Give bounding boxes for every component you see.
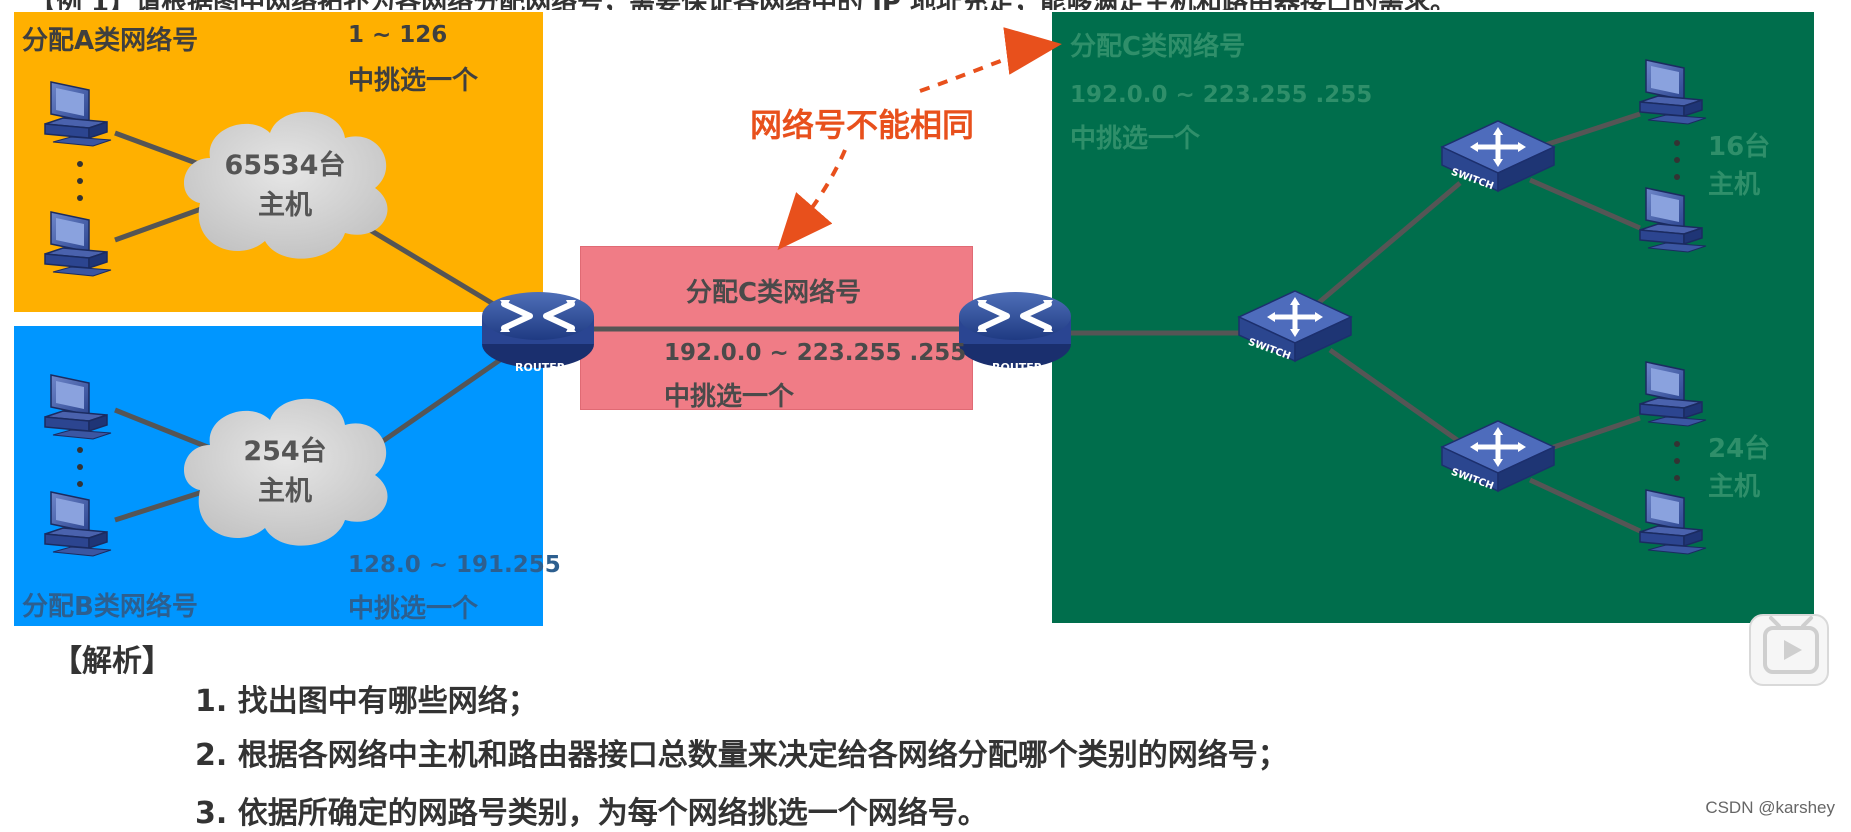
play-button[interactable] xyxy=(1749,614,1829,686)
pc-icon xyxy=(1639,187,1707,253)
group1-unit: 主机 xyxy=(1708,170,1761,200)
cloud-a xyxy=(183,111,388,259)
analysis-step: 1. 找出图中有哪些网络； xyxy=(195,684,538,719)
pc-icon xyxy=(1639,59,1707,125)
network-a-title: 分配A类网络号 xyxy=(22,26,199,56)
cloud-b-unit: 主机 xyxy=(258,476,312,507)
network-b-pick: 中挑选一个 xyxy=(348,594,479,624)
group2-count: 24台 xyxy=(1708,434,1771,464)
play-icon xyxy=(1763,616,1819,674)
network-b-range: 128.0 ~ 191.255 xyxy=(348,552,561,578)
pc-icon xyxy=(44,491,112,557)
router-label-right: ROUTER xyxy=(992,361,1043,374)
network-c-right-range: 192.0.0 ~ 223.255 .255 xyxy=(1070,82,1373,108)
cloud-a-count: 65534台 xyxy=(224,150,346,181)
pc-icon xyxy=(44,211,112,277)
network-c-mid-pick: 中挑选一个 xyxy=(664,382,795,412)
network-c-right-pick: 中挑选一个 xyxy=(1070,124,1201,154)
analysis-step: 3. 依据所确定的网路号类别，为每个网络挑选一个网络号。 xyxy=(195,796,988,831)
ellipsis-dots xyxy=(77,140,1680,487)
annotation-arrows xyxy=(777,27,1062,251)
network-c-right-title: 分配C类网络号 xyxy=(1070,32,1246,62)
network-a-pick: 中挑选一个 xyxy=(348,66,479,96)
pc-icon xyxy=(1639,361,1707,427)
cropped-question-text: 【例 1】请根据图中网络拓扑为各网络分配网络号，需要保证各网络中的 IP 地址充… xyxy=(0,0,1851,10)
cloud-a-unit: 主机 xyxy=(258,190,312,221)
group1-count: 16台 xyxy=(1708,132,1771,162)
cloud-b xyxy=(183,398,388,546)
router-icon xyxy=(482,292,594,368)
router-label-left: ROUTER xyxy=(515,361,566,374)
pc-icon xyxy=(44,81,112,147)
analysis-title: 【解析】 xyxy=(52,644,172,679)
network-c-mid-title: 分配C类网络号 xyxy=(686,278,862,308)
watermark: CSDN @karshey xyxy=(1705,798,1835,817)
analysis-step: 2. 根据各网络中主机和路由器接口总数量来决定给各网络分配哪个类别的网络号； xyxy=(195,738,1288,773)
pc-icon xyxy=(1639,489,1707,555)
network-links xyxy=(114,111,1642,534)
group2-unit: 主机 xyxy=(1708,472,1761,502)
pc-icon xyxy=(44,374,112,440)
network-c-mid-range: 192.0.0 ~ 223.255 .255 xyxy=(664,340,967,366)
router-icon xyxy=(959,292,1071,368)
annotation-text: 网络号不能相同 xyxy=(750,106,975,144)
network-a-range: 1 ~ 126 xyxy=(348,22,448,48)
network-b-title: 分配B类网络号 xyxy=(22,592,198,622)
cloud-b-count: 254台 xyxy=(243,436,327,467)
